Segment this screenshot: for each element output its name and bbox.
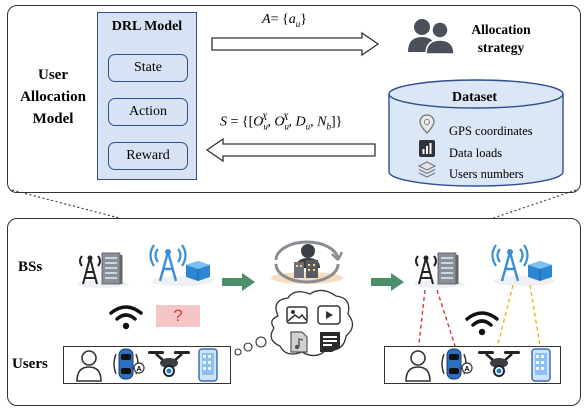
smartphone-icon (531, 348, 551, 382)
svg-text:A: A (464, 366, 469, 373)
content-thought-cloud (234, 289, 354, 357)
antenna-icon (413, 255, 465, 288)
smartphone-icon (198, 348, 218, 382)
action-formula: A= {au} (262, 12, 307, 29)
flow-arrow (371, 273, 404, 291)
svg-text:A: A (136, 366, 141, 373)
flow-arrow (222, 273, 255, 291)
video-icon (317, 305, 341, 325)
model-title: User Allocation Model (14, 64, 92, 130)
drl-model-box: DRL Model State Action Reward (97, 12, 197, 180)
unknown-mark: ? (173, 306, 183, 325)
drone-icon (148, 351, 190, 377)
dataset-title: Dataset (452, 90, 498, 105)
person-icon (76, 350, 102, 382)
autonomous-car-icon: A (113, 348, 145, 380)
drl-reward-box: Reward (108, 142, 188, 170)
state-arrow (205, 137, 376, 163)
unknown-allocation-box: ? (156, 305, 200, 327)
autonomous-car-icon: A (441, 348, 473, 380)
users-label: Users (12, 356, 48, 372)
allocation-strategy-line-1: Allocation (471, 22, 531, 37)
document-text-icon (320, 332, 340, 352)
wifi-icon (109, 305, 143, 330)
action-arrow (211, 31, 380, 57)
drl-model-title: DRL Model (111, 19, 183, 34)
model-title-line-2: Allocation (20, 89, 86, 105)
antenna-icon (491, 244, 555, 286)
server-icon (101, 252, 123, 285)
state-formula: S = {[OuX, OuX, Du, Nb]} (220, 112, 343, 132)
model-title-line-1: User (38, 67, 68, 83)
edge-server-node-icon (271, 240, 344, 284)
users-group-icon (408, 19, 455, 55)
drl-action-box: Action (108, 98, 188, 126)
bss-label: BSs (18, 259, 43, 275)
server-icon (437, 252, 459, 285)
layers-icon (417, 161, 437, 178)
music-file-icon (290, 331, 308, 353)
image-icon (286, 306, 308, 324)
allocation-strategy-label: Allocation strategy (461, 21, 541, 57)
allocation-strategy-line-2: strategy (477, 40, 525, 55)
model-title-line-3: Model (32, 111, 74, 127)
drl-state-box: State (108, 54, 188, 82)
dataset-item-label: GPS coordinates (449, 124, 533, 138)
dataset-item-label: Users numbers (449, 167, 524, 181)
antenna-icon (149, 244, 213, 286)
person-icon (405, 350, 431, 382)
drone-icon (478, 351, 520, 377)
bar-chart-icon (419, 140, 435, 157)
location-pin-icon (419, 114, 435, 134)
wifi-icon (465, 311, 499, 336)
dataset-item-label: Data loads (449, 146, 503, 160)
